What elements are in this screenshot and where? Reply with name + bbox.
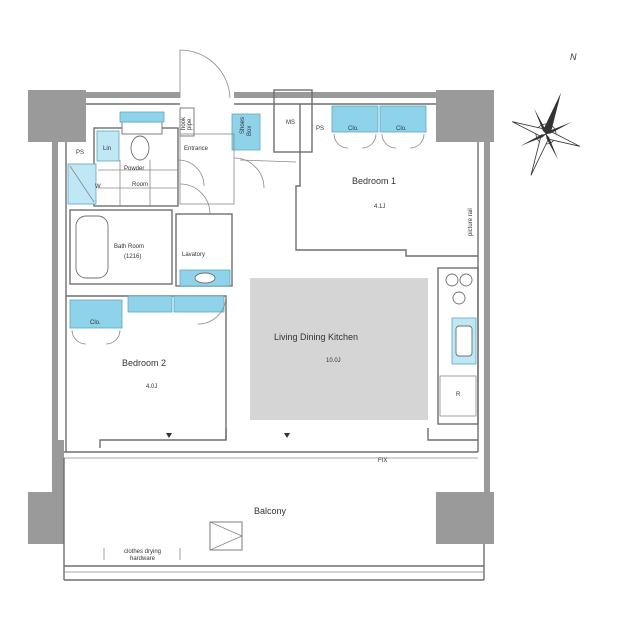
entrance-door-swing [179, 49, 231, 99]
bathtub [75, 215, 109, 279]
bath-room-outline [69, 209, 173, 285]
powder-room-line2: Room [132, 182, 148, 188]
ldk-size: 10.0J [326, 358, 341, 364]
bedroom1-name: Bedroom 1 [352, 176, 396, 186]
hook-label-line2: pipe [187, 118, 193, 130]
entrance-name: Entrance [184, 146, 209, 152]
pillar-bottom-left [28, 492, 64, 544]
stove-burner-3 [452, 291, 466, 305]
bedroom2-closet-door-2 [105, 329, 121, 345]
kitchen-sink-basin [455, 325, 473, 357]
toilet-tank [121, 121, 163, 135]
bedroom1-clo-label-2: Clo. [396, 126, 407, 132]
shoes-box-line2: Box [247, 126, 253, 136]
lavatory-basin [194, 272, 216, 284]
wall-right [484, 142, 490, 492]
clothes-drying-line1: clothes drying [124, 549, 161, 555]
ldk-name: Living Dining Kitchen [274, 332, 358, 342]
ps-label-right: PS [316, 126, 324, 132]
entrance-floor [179, 133, 235, 205]
washer-label: W [95, 184, 101, 190]
evacuation-hatch [209, 521, 243, 551]
ldk-lower-wall-right [427, 428, 478, 441]
refrigerator-label: R [456, 392, 461, 398]
refrigerator-space [439, 375, 477, 417]
lavatory-name: Lavatory [182, 252, 205, 258]
bedroom1-clo-label-1: Clo. [348, 126, 359, 132]
compass-rose [511, 92, 581, 176]
hook-pipe [179, 107, 195, 137]
bedroom1-walls [295, 104, 478, 257]
washer-diagonal [69, 165, 95, 203]
ldk-lower-wall [99, 428, 227, 448]
bedroom2-closet-mid [127, 295, 173, 313]
bedroom1-closet-2 [379, 105, 427, 133]
inner-door-swing [233, 157, 265, 189]
bedroom1-closet-door-4 [409, 133, 425, 149]
kitchen-counter [437, 267, 479, 425]
picture-rail-label: picture rail [468, 208, 474, 236]
pillar-top-right [436, 90, 494, 142]
linen-cabinet [96, 130, 120, 162]
pillar-top-left [28, 90, 86, 142]
bedroom2-closet-door-1 [71, 329, 87, 345]
bedroom1-closet-1 [331, 105, 379, 133]
stove-burner-2 [459, 273, 473, 287]
bedroom2-name: Bedroom 2 [122, 358, 166, 368]
evacuation-hatch-line-1 [209, 521, 243, 537]
bedroom2-size: 4.0J [146, 384, 157, 390]
ms-box [273, 89, 313, 153]
window-marker-left [166, 433, 172, 438]
compass-north-label: N [570, 52, 577, 62]
bedroom1-closet-door-1 [333, 133, 349, 149]
bedroom2-clo-label: Clo. [90, 320, 101, 326]
window-marker-right [284, 433, 290, 438]
fix-label: FIX [378, 458, 387, 464]
ldk-floor [250, 278, 428, 420]
hook-label-line1: hook [181, 116, 187, 130]
bedroom2-closet-left [69, 299, 123, 329]
bedroom2-door-swing [197, 295, 227, 325]
toilet-bowl [130, 135, 150, 161]
ms-label: MS [286, 120, 295, 126]
bath-room-name: Bath Room [114, 244, 144, 250]
bedroom1-closet-door-2 [361, 133, 377, 149]
bedroom1-closet-door-3 [381, 133, 397, 149]
balcony-name: Balcony [254, 506, 287, 516]
pillar-bottom-right [436, 492, 494, 544]
powder-door-swing [177, 159, 205, 187]
bath-room-size: (1216) [124, 254, 141, 260]
bedroom2-closet-right [173, 295, 225, 313]
wall-left-lower [58, 440, 64, 492]
ps-label-left: PS [76, 150, 84, 156]
stove-burner-1 [445, 273, 459, 287]
clothes-drying-line2: hardware [130, 556, 156, 562]
linen-label: Lin [103, 146, 111, 152]
bedroom1-size: 4.1J [374, 204, 385, 210]
bedroom1-door-swing [239, 159, 297, 163]
wall-top [86, 92, 180, 98]
wall-top-2 [234, 92, 436, 98]
evacuation-hatch-line-2 [209, 535, 243, 551]
lavatory-door-swing [179, 183, 211, 215]
powder-room-line1: Powder [124, 166, 144, 172]
shoes-box-line1: Shoes [240, 117, 246, 134]
shoes-box [231, 113, 261, 151]
wall-left [52, 142, 58, 492]
powder-sink [119, 111, 165, 123]
